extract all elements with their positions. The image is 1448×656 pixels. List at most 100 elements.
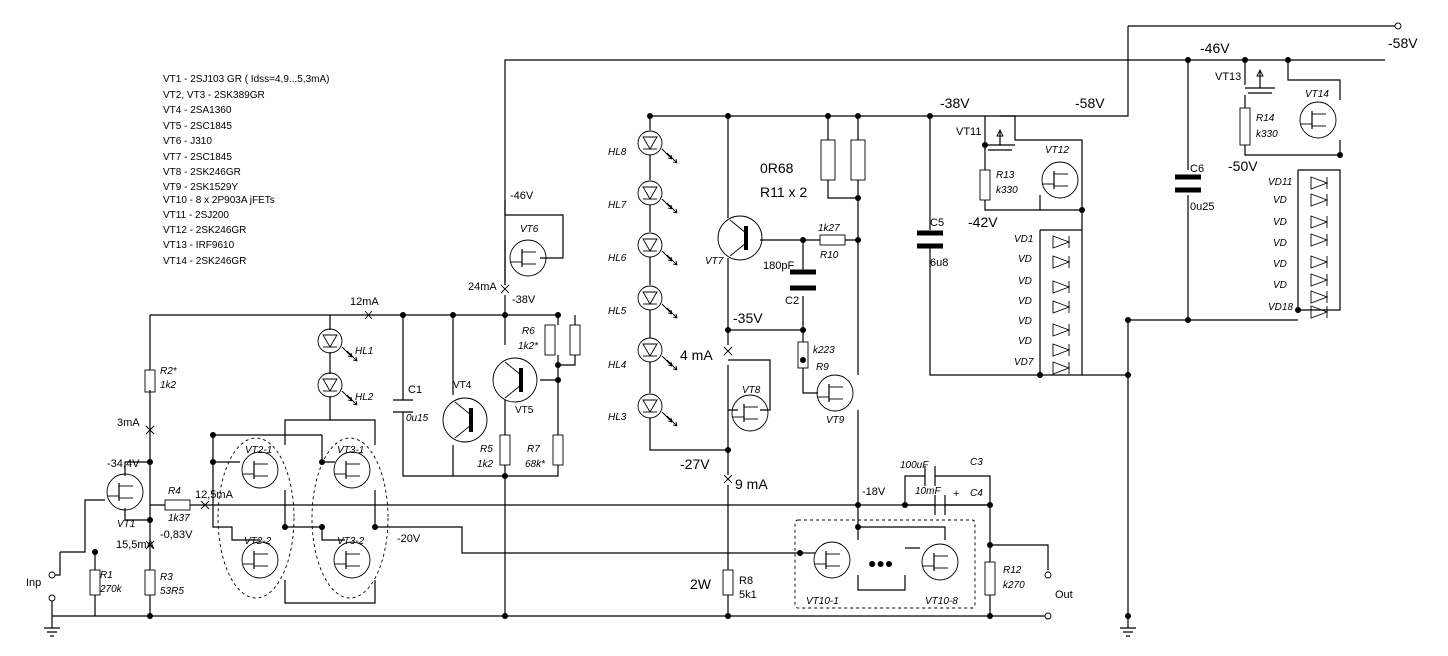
label-r12-value: k270 xyxy=(1003,580,1025,591)
junction-dots xyxy=(92,57,1343,619)
diode-vd xyxy=(1052,280,1070,294)
jfet-vt14 xyxy=(1299,101,1337,139)
voltage-vt7: -35V xyxy=(733,310,763,326)
label-input: Inp xyxy=(26,577,41,589)
led-hl4 xyxy=(637,337,678,371)
resistor-r3 xyxy=(144,569,156,596)
label-r8-value: 5k1 xyxy=(739,589,757,601)
current-r8: 9 mA xyxy=(735,476,768,492)
terminals xyxy=(44,22,1402,637)
label-r7-value: 68k* xyxy=(525,459,546,470)
label-r12: R12 xyxy=(1003,565,1022,576)
resistor-r10 xyxy=(819,234,846,246)
label-vd: VD xyxy=(1018,254,1032,265)
label-r7: R7 xyxy=(527,444,540,455)
enclosures xyxy=(217,437,976,609)
diode-vd xyxy=(1310,290,1328,304)
label-vd: VD xyxy=(1273,195,1287,206)
label-r1-value: 270k xyxy=(99,584,123,595)
part-line: VT11 - 2SJ200 xyxy=(163,210,229,221)
label-r13-value: k330 xyxy=(996,185,1018,196)
ground-right xyxy=(1120,616,1136,637)
label-vt9: VT9 xyxy=(826,415,845,426)
current-vt6: 24mA xyxy=(468,281,497,293)
label-c5: C5 xyxy=(930,217,944,229)
resistor-r4 xyxy=(164,499,191,511)
led-hl7 xyxy=(637,180,678,214)
label-c2-value: 180pF xyxy=(763,260,794,272)
voltage-vt12: -42V xyxy=(968,214,998,230)
label-r8: R8 xyxy=(739,575,753,587)
capacitor-c4 xyxy=(934,495,946,515)
label-r10: R10 xyxy=(820,250,839,261)
diode-vd7 xyxy=(1052,361,1070,375)
label-c1: C1 xyxy=(408,384,422,396)
part-line: VT7 - 2SC1845 xyxy=(163,152,232,163)
jfet-vt12 xyxy=(1041,161,1079,199)
part-line: VT4 - 2SA1360 xyxy=(163,105,232,116)
capacitor-c3 xyxy=(924,466,936,486)
label-vd: VD xyxy=(1018,336,1032,347)
label-vt13: VT13 xyxy=(1215,71,1241,83)
label-c1-value: 0u15 xyxy=(406,413,429,424)
label-c5-value: 6u8 xyxy=(930,257,948,269)
led-hl6 xyxy=(637,232,678,266)
label-r6: R6 xyxy=(522,326,535,337)
label-vt11: VT11 xyxy=(956,126,981,138)
label-vd: VD xyxy=(1018,316,1032,327)
leds xyxy=(317,130,678,427)
mosfet-vt9 xyxy=(816,374,854,412)
resistor-r8 xyxy=(722,569,734,596)
label-vt4: VT4 xyxy=(453,380,472,391)
resistor-r2 xyxy=(144,369,156,393)
label-r13: R13 xyxy=(996,170,1015,181)
resistor-r13 xyxy=(979,169,991,201)
diode-vd xyxy=(1310,255,1328,269)
label-r1: R1 xyxy=(100,570,113,581)
label-vt12: VT12 xyxy=(1045,145,1069,156)
label-vd: VD xyxy=(1018,276,1032,287)
label-vd11: VD11 xyxy=(1268,177,1292,188)
label-hl4: HL4 xyxy=(608,360,627,371)
jfet-vt10-1 xyxy=(813,541,851,579)
label-c4: C4 xyxy=(970,488,983,499)
part-line: VT13 - IRF9610 xyxy=(163,240,235,251)
label-r5: R5 xyxy=(480,444,493,455)
voltage-vt13: -46V xyxy=(1200,40,1230,56)
label-hl3: HL3 xyxy=(608,412,627,423)
label-vt7: VT7 xyxy=(705,256,724,267)
resistor-r7 xyxy=(552,434,564,466)
transistors xyxy=(106,68,1337,581)
label-hl5: HL5 xyxy=(608,306,627,317)
bjt-vt4 xyxy=(441,396,489,444)
label-vt1: VT1 xyxy=(117,519,135,530)
jfet-vt10-8 xyxy=(921,543,959,581)
label-r14-value: k330 xyxy=(1256,129,1278,140)
capacitor-c6 xyxy=(1175,174,1201,193)
resistor-r11a xyxy=(820,139,836,181)
led-hl3 xyxy=(637,393,678,427)
label-c4-polarity: + xyxy=(953,488,959,500)
mosfet-vt13 xyxy=(1245,68,1275,94)
label-vd: VD xyxy=(1273,259,1287,270)
voltage-output-stage: -18V xyxy=(862,486,886,498)
voltage-vt1-drain: -34,4V xyxy=(107,458,140,470)
label-r3-value: 53R5 xyxy=(160,586,184,597)
label-vt3-1: VT3-1 xyxy=(337,445,364,456)
label-vt2-1: VT2-1 xyxy=(245,445,272,456)
voltage-vt5: -38V xyxy=(512,294,536,306)
voltage-vt6: -46V xyxy=(510,190,534,202)
label-vt14: VT14 xyxy=(1305,89,1329,100)
resistor-r6a xyxy=(544,324,556,356)
bjt-vt5 xyxy=(491,356,539,404)
mosfet-vt11 xyxy=(985,128,1015,151)
label-r2: R2* xyxy=(160,366,178,377)
diode-vd xyxy=(1310,193,1328,207)
voltage-vt14: -50V xyxy=(1228,158,1258,174)
diode-vd xyxy=(1052,300,1070,314)
jfet-vt1 xyxy=(106,473,144,511)
diode-vd xyxy=(1052,323,1070,337)
part-line: VT12 - 2SK246GR xyxy=(163,225,246,236)
annotations: -58V -46V -58V -38V -42V -50V -46V -38V … xyxy=(107,35,1418,551)
label-vd: VD xyxy=(1018,296,1032,307)
